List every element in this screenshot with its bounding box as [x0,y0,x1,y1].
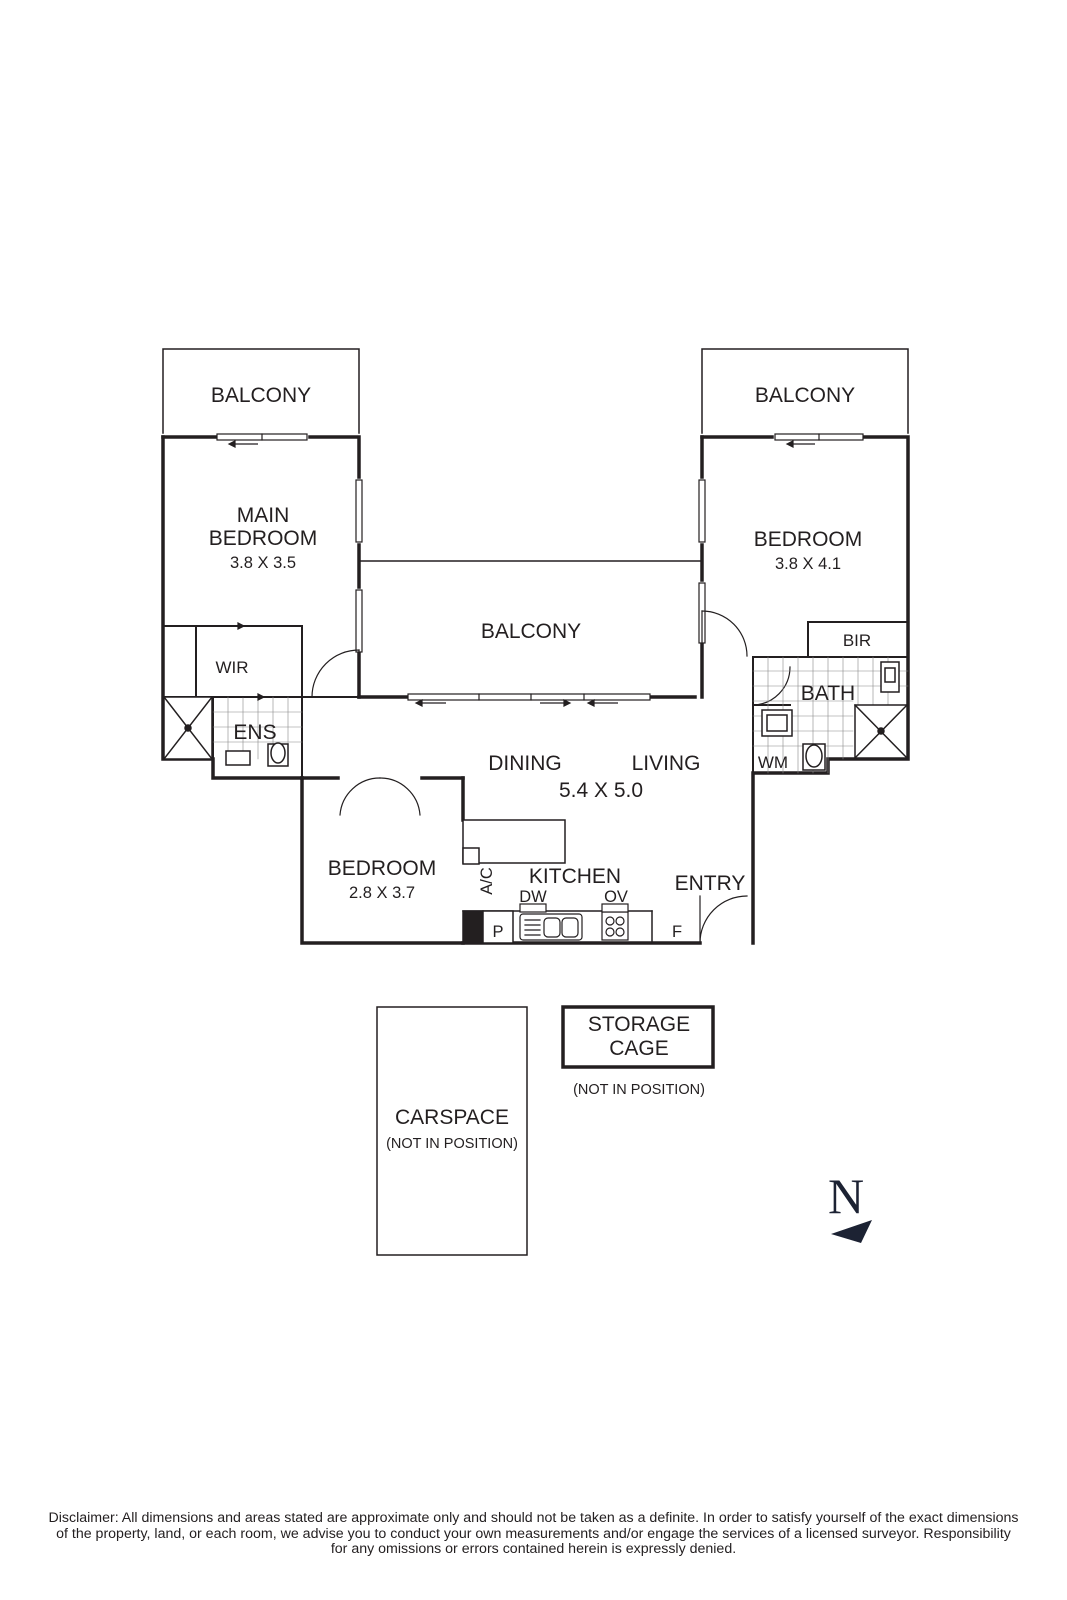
oven-icon [601,903,629,913]
kitchen-label: KITCHEN [529,865,621,888]
balcony-right-label: BALCONY [755,384,855,407]
balcony-left-label: BALCONY [211,384,311,407]
carspace-label: CARSPACE [395,1106,509,1129]
carspace-outline [376,1006,528,1256]
shower-left-icon [162,695,214,761]
ac-label: A/C [478,867,496,895]
carspace-note: (NOT IN POSITION) [386,1136,518,1152]
bath-label: BATH [801,682,855,705]
wm-label: WM [758,753,788,772]
balcony-left-outline [162,348,360,434]
dining-label: DINING [488,752,562,775]
door-swings [311,610,791,944]
storage-cage-note: (NOT IN POSITION) [573,1082,705,1098]
storage-cage-outline [561,1005,715,1069]
sliding-arrows [211,440,815,707]
ov-label: OV [604,888,628,906]
cooktop-icon [601,911,629,941]
main-bedroom-dimensions: 3.8 X 3.5 [230,554,296,572]
fridge-label: F [672,923,682,941]
bath-basin-icon [880,661,900,693]
balcony-center-label: BALCONY [481,620,581,643]
bedroom-small-label: BEDROOM [328,857,437,880]
dining-living-dimensions: 5.4 X 5.0 [559,779,643,802]
ensuite-toilet-icon [267,742,289,767]
main-bedroom-label-2: BEDROOM [209,527,318,550]
bath-toilet-icon [802,743,826,771]
disclaimer-line-1: Disclaimer: All dimensions and areas sta… [48,1510,1019,1526]
wir-sliding-track [195,625,303,698]
north-arrow-icon: N [828,1168,872,1243]
ens-label: ENS [233,721,276,744]
disclaimer-line-3: for any omissions or errors contained he… [330,1541,737,1557]
bedroom-right-dimensions: 3.8 X 4.1 [775,555,841,573]
disclaimer: Disclaimer: All dimensions and areas sta… [0,1510,1067,1558]
dw-label: DW [519,888,547,906]
pantry-label: P [492,923,503,941]
storage-cage-label-2: CAGE [609,1037,669,1060]
kitchen-island [462,819,566,865]
living-label: LIVING [632,752,701,775]
bir-label: BIR [843,631,871,650]
disclaimer-line-2: of the property, land, or each room, we … [56,1525,1011,1542]
dishwasher-icon [519,903,547,913]
kitchen-bench [462,910,653,944]
entry-label: ENTRY [675,872,746,895]
shower-right-icon [853,703,909,760]
sink-icon [519,913,583,941]
ensuite-vanity-icon [225,750,251,766]
sliding-doors [216,433,864,701]
bedroom-right-label: BEDROOM [754,528,863,551]
bath-vanity-icon [761,709,793,737]
north-letter: N [828,1168,864,1224]
bedroom-small-dimensions: 2.8 X 3.7 [349,884,415,902]
balcony-right-outline [701,348,909,434]
wir-label: WIR [215,658,248,677]
main-bedroom-label: MAIN [237,504,290,527]
storage-cage-label: STORAGE [588,1013,690,1036]
